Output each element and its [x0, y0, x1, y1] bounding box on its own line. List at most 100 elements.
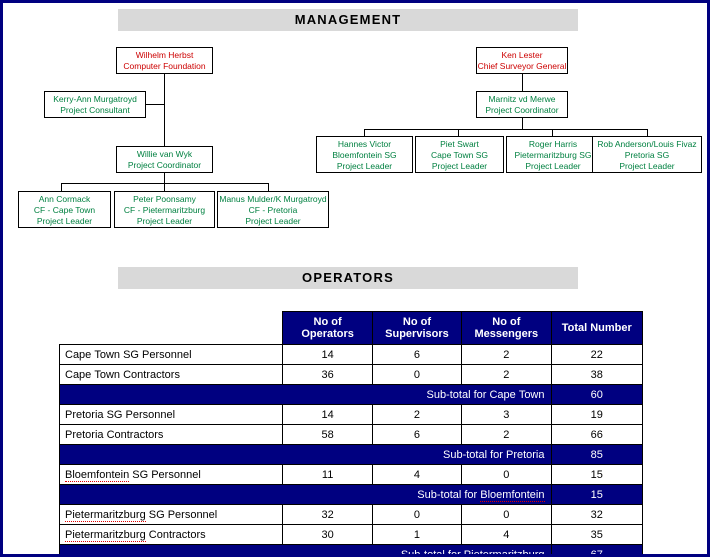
org-box-line2: CF - Pietermaritzburg: [123, 205, 206, 215]
connector-left-coordinator-down: [164, 173, 165, 183]
connector-left-leader-3-drop: [268, 183, 269, 191]
cell-messengers: 0: [461, 504, 552, 525]
org-box-line3: Project Leader: [619, 161, 675, 171]
cell-operators: 30: [282, 524, 373, 545]
org-box-line2: Chief Surveyor General: [477, 61, 567, 71]
org-box-line2: Bloemfontein SG: [332, 150, 397, 160]
cell-supervisors: 1: [371, 524, 463, 545]
org-box-right-leader-3[interactable]: Roger Harris Pietermaritzburg SG Project…: [506, 136, 600, 173]
org-box-left-root[interactable]: Wilhelm Herbst Computer Foundation: [116, 47, 213, 74]
connector-right-coordinator-down: [522, 118, 523, 129]
header-blank: [60, 312, 283, 345]
header-operators-line1: No of: [313, 316, 342, 328]
org-box-line3: Project Leader: [336, 161, 393, 171]
org-box-right-leader-1[interactable]: Hannes Victor Bloemfontein SG Project Le…: [316, 136, 413, 173]
cell-operators: 14: [282, 344, 373, 365]
org-box-right-coordinator[interactable]: Marnitz vd Merwe Project Coordinator: [476, 91, 568, 118]
connector-right-leader-2-drop: [458, 129, 459, 136]
org-box-right-leader-4[interactable]: Rob Anderson/Louis Fivaz Pretoria SG Pro…: [592, 136, 702, 173]
cell-total: 38: [550, 364, 643, 385]
org-box-line2: Cape Town SG: [430, 150, 488, 160]
subtotal-value: 60: [550, 384, 643, 405]
org-box-line3: Project Leader: [136, 216, 193, 226]
org-box-line1: Ann Cormack: [38, 194, 91, 204]
connector-right-leader-bus: [364, 129, 647, 130]
org-box-left-coordinator[interactable]: Willie van Wyk Project Coordinator: [116, 146, 213, 173]
connector-left-root-to-coordinator: [164, 74, 165, 146]
connector-left-leader-bus: [61, 183, 269, 184]
subtotal-label: Sub-total for Cape Town: [59, 384, 552, 405]
cell-operators: 11: [282, 464, 373, 485]
header-supervisors-line1: No of: [402, 316, 432, 328]
cell-operators: 58: [282, 424, 373, 445]
org-box-line2: CF - Cape Town: [33, 205, 96, 215]
cell-supervisors: 0: [371, 504, 463, 525]
section-header-management: MANAGEMENT: [118, 9, 578, 31]
org-box-line1: Rob Anderson/Louis Fivaz: [597, 139, 697, 149]
row-label: Cape Town Contractors: [58, 364, 284, 385]
org-box-line2: Pretoria SG: [624, 150, 670, 160]
org-box-line1: Kerry-Ann Murgatroyd: [53, 94, 137, 104]
operators-table-head: No of Operators No of Supervisors No of …: [60, 311, 643, 345]
cell-supervisors: 6: [371, 344, 463, 365]
row-label: Pretoria SG Personnel: [58, 404, 284, 425]
cell-total: 15: [550, 464, 643, 485]
cell-operators: 14: [282, 404, 373, 425]
cell-messengers: 4: [461, 524, 552, 545]
org-box-line1: Manus Mulder/K Murgatroyd: [219, 194, 327, 204]
org-box-right-root[interactable]: Ken Lester Chief Surveyor General: [476, 47, 568, 74]
org-box-left-leader-1[interactable]: Ann Cormack CF - Cape Town Project Leade…: [18, 191, 111, 228]
cell-supervisors: 6: [371, 424, 463, 445]
header-supervisors: No of Supervisors: [371, 311, 463, 345]
connector-right-leader-4-drop: [647, 129, 648, 136]
row-label: Bloemfontein SG Personnel: [58, 464, 284, 485]
org-box-line1: Peter Poonsamy: [133, 194, 196, 204]
section-header-operators: OPERATORS: [118, 267, 578, 289]
org-box-line1: Wilhelm Herbst: [135, 50, 194, 60]
cell-messengers: 2: [461, 424, 552, 445]
connector-left-consultant: [146, 104, 165, 105]
connector-left-leader-1-drop: [61, 183, 62, 191]
org-box-line2: CF - Pretoria: [248, 205, 298, 215]
subtotal-label: Sub-total for Bloemfontein: [59, 484, 552, 505]
org-box-line2: Pietermaritzburg SG: [514, 150, 592, 160]
table-header-row: No of Operators No of Supervisors No of …: [60, 311, 643, 345]
subtotal-value: 15: [550, 484, 643, 505]
org-box-left-leader-3[interactable]: Manus Mulder/K Murgatroyd CF - Pretoria …: [217, 191, 329, 228]
cell-operators: 32: [282, 504, 373, 525]
org-box-left-leader-2[interactable]: Peter Poonsamy CF - Pietermaritzburg Pro…: [114, 191, 215, 228]
cell-messengers: 2: [461, 364, 552, 385]
org-box-line3: Project Leader: [36, 216, 93, 226]
cell-messengers: 3: [461, 404, 552, 425]
org-box-line2: Project Coordinator: [127, 160, 202, 170]
org-box-right-leader-2[interactable]: Piet Swart Cape Town SG Project Leader: [415, 136, 504, 173]
connector-right-root-to-coordinator: [522, 74, 523, 91]
cell-messengers: 2: [461, 344, 552, 365]
cell-supervisors: 4: [371, 464, 463, 485]
cell-total: 35: [550, 524, 643, 545]
cell-total: 66: [550, 424, 643, 445]
connector-right-leader-3-drop: [552, 129, 553, 136]
connector-right-leader-1-drop: [364, 129, 365, 136]
row-label: Pretoria Contractors: [58, 424, 284, 445]
subtotal-value: 67: [550, 544, 643, 554]
header-operators: No of Operators: [282, 311, 373, 345]
connector-left-leader-2-drop: [164, 183, 165, 191]
org-box-line1: Piet Swart: [440, 139, 479, 149]
operators-table: No of Operators No of Supervisors No of …: [58, 311, 643, 554]
org-box-line2: Computer Foundation: [123, 61, 206, 71]
subtotal-label: Sub-total for Pretoria: [59, 444, 552, 465]
org-box-left-consultant[interactable]: Kerry-Ann Murgatroyd Project Consultant: [44, 91, 146, 118]
